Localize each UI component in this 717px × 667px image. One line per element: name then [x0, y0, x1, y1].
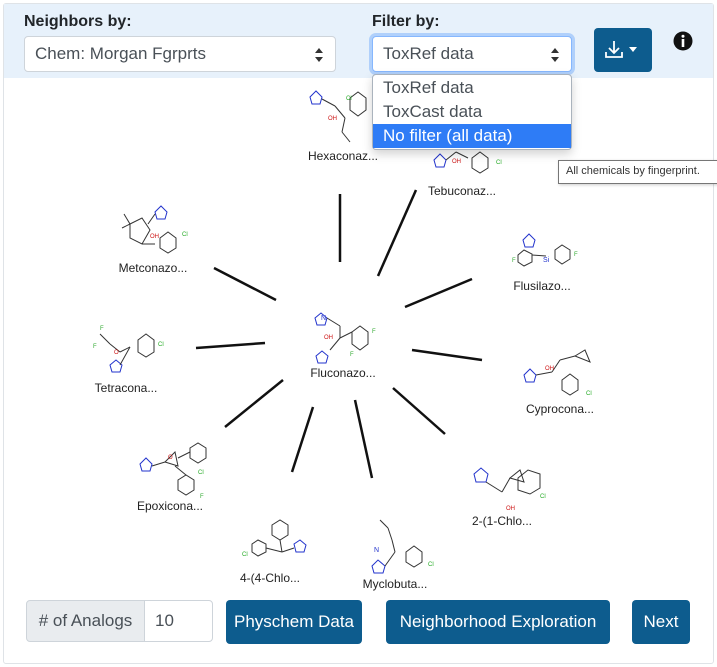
atom-cl-label: Cl	[346, 96, 352, 102]
filter-option-toxcast[interactable]: ToxCast data	[383, 102, 483, 121]
info-circle-icon[interactable]	[673, 31, 693, 51]
node-tetraconazole[interactable]: F F O Cl Tetracona...	[93, 326, 164, 395]
atom-si-label: Si	[543, 257, 550, 264]
node-2-1-chlorocyclopropyl[interactable]: OH Cl 2-(1-Chlo...	[472, 467, 546, 528]
node-label-flusilazole: Flusilazo...	[513, 279, 570, 293]
network-edges	[195, 189, 483, 479]
node-tebuconazole[interactable]: OH Cl Tebuconaz...	[428, 151, 502, 198]
node-label-epoxiconazole: Epoxicona...	[137, 499, 203, 513]
node-cyproconazole[interactable]: OH Cl Cyprocona...	[523, 349, 594, 416]
node-label-center: Fluconazo...	[310, 366, 375, 380]
node-label-myclobutanil: Myclobuta...	[363, 577, 428, 591]
node-label-4-4-chloro: 4-(4-Chlo...	[240, 571, 300, 585]
neighbors-label: Neighbors by:	[24, 13, 132, 30]
atom-cl-label: Cl	[586, 391, 592, 397]
atom-cl-label: Cl	[242, 552, 248, 558]
atom-cl-label: Cl	[182, 232, 188, 238]
node-label-2-1-chloro: 2-(1-Chlo...	[472, 514, 532, 528]
atom-oh-label: OH	[328, 116, 337, 122]
neighbors-select-value: Chem: Morgan Fgrprts	[35, 44, 206, 63]
atom-n-label: N	[321, 315, 326, 322]
app-frame	[3, 3, 714, 664]
download-icon	[605, 41, 637, 58]
atom-f-label: F	[350, 352, 354, 358]
atom-f-label: F	[200, 494, 204, 500]
sort-arrows-icon	[315, 48, 323, 62]
atom-oh-label: OH	[545, 366, 554, 372]
tooltip: All chemicals by fingerprint.	[558, 160, 717, 184]
analogs-label: # of Analogs	[26, 600, 145, 642]
atom-cl-label: Cl	[158, 342, 164, 348]
atom-oh-label: OH	[506, 506, 515, 512]
chemical-network: N OH F F Fluconazo... Cl OH Hexaconaz...…	[93, 90, 594, 591]
download-button[interactable]	[594, 28, 652, 72]
atom-oh-label: OH	[452, 159, 461, 165]
atom-f-label: F	[93, 344, 97, 350]
node-4-4-chlorophenyl[interactable]: Cl 4-(4-Chlo...	[240, 519, 307, 585]
node-label-tetraconazole: Tetracona...	[95, 381, 158, 395]
atom-cl-label: Cl	[496, 160, 502, 166]
node-label-metconazole: Metconazo...	[119, 261, 188, 275]
node-label-hexaconazole: Hexaconaz...	[308, 149, 378, 163]
atom-cl-label: Cl	[540, 494, 546, 500]
node-hexaconazole[interactable]: Cl OH Hexaconaz...	[308, 90, 378, 163]
neighborhood-exploration-button[interactable]: Neighborhood Exploration	[386, 600, 610, 644]
filter-select[interactable]: ToxRef data	[372, 36, 572, 72]
atom-o-label: O	[168, 455, 173, 461]
sort-arrows-icon	[551, 48, 559, 62]
node-myclobutanil[interactable]: N Cl Myclobuta...	[363, 519, 434, 591]
filter-option-toxref[interactable]: ToxRef data	[383, 78, 474, 97]
atom-f-label: F	[574, 252, 578, 258]
atom-oh-label: OH	[324, 335, 333, 341]
neighbors-select[interactable]: Chem: Morgan Fgrprts	[24, 36, 336, 72]
physchem-data-button[interactable]: Physchem Data	[226, 600, 362, 644]
filter-dropdown-list: ToxRef data ToxCast data No filter (all …	[372, 74, 572, 150]
filter-label: Filter by:	[372, 13, 440, 30]
node-epoxiconazole[interactable]: O Cl F Epoxicona...	[137, 442, 207, 513]
atom-cl-label: Cl	[428, 562, 434, 568]
atom-n-label: N	[374, 547, 379, 554]
atom-f-label: F	[100, 326, 104, 332]
atom-oh-label: OH	[150, 234, 159, 240]
node-label-tebuconazole: Tebuconaz...	[428, 184, 496, 198]
atom-f-label: F	[512, 258, 516, 264]
analogs-input[interactable]: 10	[144, 600, 213, 642]
center-node[interactable]: N OH F F Fluconazo...	[310, 312, 376, 380]
node-metconazole[interactable]: OH Cl Metconazo...	[119, 205, 188, 275]
node-label-cyproconazole: Cyprocona...	[526, 402, 594, 416]
next-button[interactable]: Next	[632, 600, 690, 644]
node-flusilazole[interactable]: Si F F Flusilazo...	[512, 233, 578, 293]
atom-o-label: O	[114, 350, 119, 356]
atom-cl-label: Cl	[198, 470, 204, 476]
filter-option-no-filter[interactable]: No filter (all data)	[373, 124, 571, 148]
atom-f-label: F	[372, 329, 376, 335]
filter-select-value: ToxRef data	[383, 44, 474, 63]
